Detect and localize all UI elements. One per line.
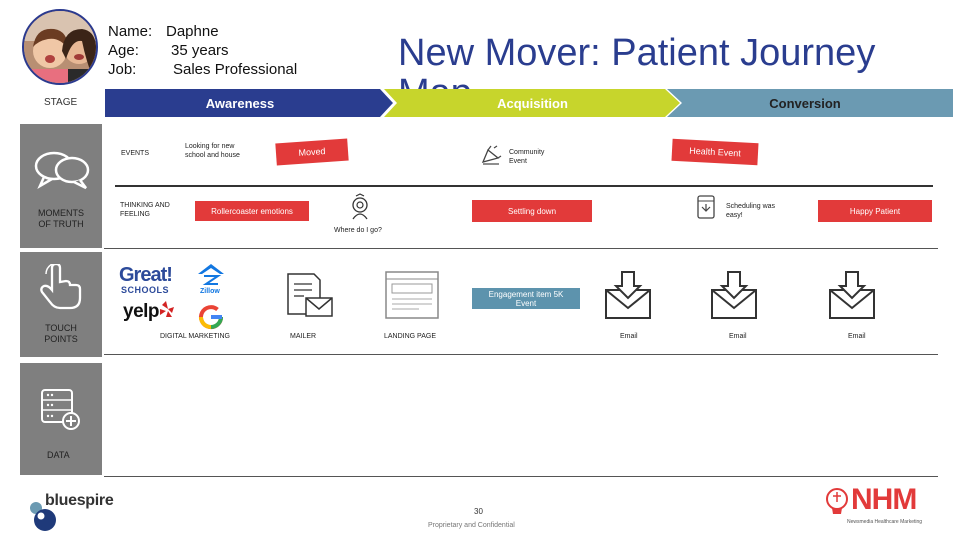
- community-event-icon: [481, 145, 502, 165]
- event-moved: Moved: [275, 138, 349, 166]
- feeling-settling: Settling down: [472, 200, 592, 222]
- stage-acquisition: Acquisition: [497, 95, 568, 111]
- zillow-icon: [198, 264, 224, 285]
- bluespire-logo-icon: [30, 502, 56, 531]
- touchpoints-label: TOUCH POINTS: [44, 323, 78, 344]
- mobile-calendar-icon: [697, 195, 715, 219]
- feeling-scheduling: Scheduling was easy!: [726, 203, 776, 219]
- stage-conversion: Conversion: [769, 95, 841, 111]
- age-key: Age:: [108, 42, 139, 59]
- bluespire-logo: bluespire: [45, 492, 114, 509]
- persona-details: Name: Daphne Age: 35 years Job: Sales Profe…: [108, 22, 297, 79]
- name-key: Name:: [108, 23, 153, 40]
- feeling-happy: Happy Patient: [818, 200, 932, 222]
- greatschools-logo-top: Great!: [119, 264, 173, 286]
- nhm-bulb-icon: [826, 488, 848, 514]
- email-icon-1: [605, 271, 651, 319]
- stage-label: STAGE: [44, 97, 78, 108]
- touch-hand-icon: [40, 264, 82, 310]
- touch-email-3: Email: [848, 333, 866, 340]
- divider-touchpoints: [104, 354, 938, 355]
- data-label: DATA: [47, 450, 70, 460]
- divider-data: [104, 476, 938, 477]
- email-icon-3: [829, 271, 875, 319]
- events-label: EVENTS: [121, 150, 150, 157]
- moments-label: MOMENTS OF TRUTH: [38, 208, 84, 229]
- event-community: Community Event: [509, 149, 545, 165]
- event-looking: Looking for new school and house: [185, 143, 240, 159]
- job-key: Job:: [108, 61, 137, 78]
- job-value: Sales Professional: [173, 61, 298, 78]
- awareness-arrow: [105, 89, 393, 117]
- google-g-icon: [199, 305, 224, 330]
- yelp-logo: yelp: [123, 301, 160, 322]
- name-value: Daphne: [166, 23, 219, 40]
- stage-arrows: [105, 89, 953, 117]
- event-health: Health Event: [671, 138, 759, 166]
- timeline-line: [115, 185, 933, 187]
- touch-digital: DIGITAL MARKETING: [160, 333, 231, 340]
- page-number: 30: [474, 507, 483, 516]
- stage-awareness: Awareness: [205, 95, 275, 111]
- data-table-icon: [41, 389, 80, 430]
- thinking-person-icon: [352, 193, 368, 220]
- confidential-note: Proprietary and Confidential: [428, 522, 515, 529]
- touch-engagement: Engagement item 5K Event: [472, 288, 580, 309]
- acquisition-arrow: [384, 89, 680, 117]
- touch-mailer: MAILER: [290, 333, 317, 340]
- divider-moments: [104, 248, 938, 249]
- conversion-arrow: [667, 89, 953, 117]
- feeling-rollercoaster: Rollercoaster emotions: [195, 201, 309, 221]
- mailer-icon: [287, 273, 333, 317]
- feeling-where: Where do I go?: [334, 227, 382, 234]
- zillow-label: Zillow: [200, 288, 220, 295]
- age-value: 35 years: [171, 42, 229, 59]
- greatschools-logo-bottom: SCHOOLS: [121, 285, 170, 295]
- email-icon-2: [711, 271, 757, 319]
- touch-landing: LANDING PAGE: [384, 333, 436, 340]
- yelp-burst-icon: [160, 301, 174, 317]
- persona-photo: [22, 9, 98, 85]
- data-block: [20, 363, 102, 475]
- chat-bubbles-icon: [34, 151, 90, 190]
- moments-block: [20, 124, 102, 248]
- touch-email-2: Email: [729, 333, 747, 340]
- nhm-subtitle: Newsmedia Healthcare Marketing: [847, 519, 923, 525]
- thinking-label: THINKING AND FEELING: [120, 202, 170, 218]
- touch-email-1: Email: [620, 333, 638, 340]
- nhm-logo: NHM: [851, 483, 917, 516]
- landing-page-icon: [385, 271, 439, 319]
